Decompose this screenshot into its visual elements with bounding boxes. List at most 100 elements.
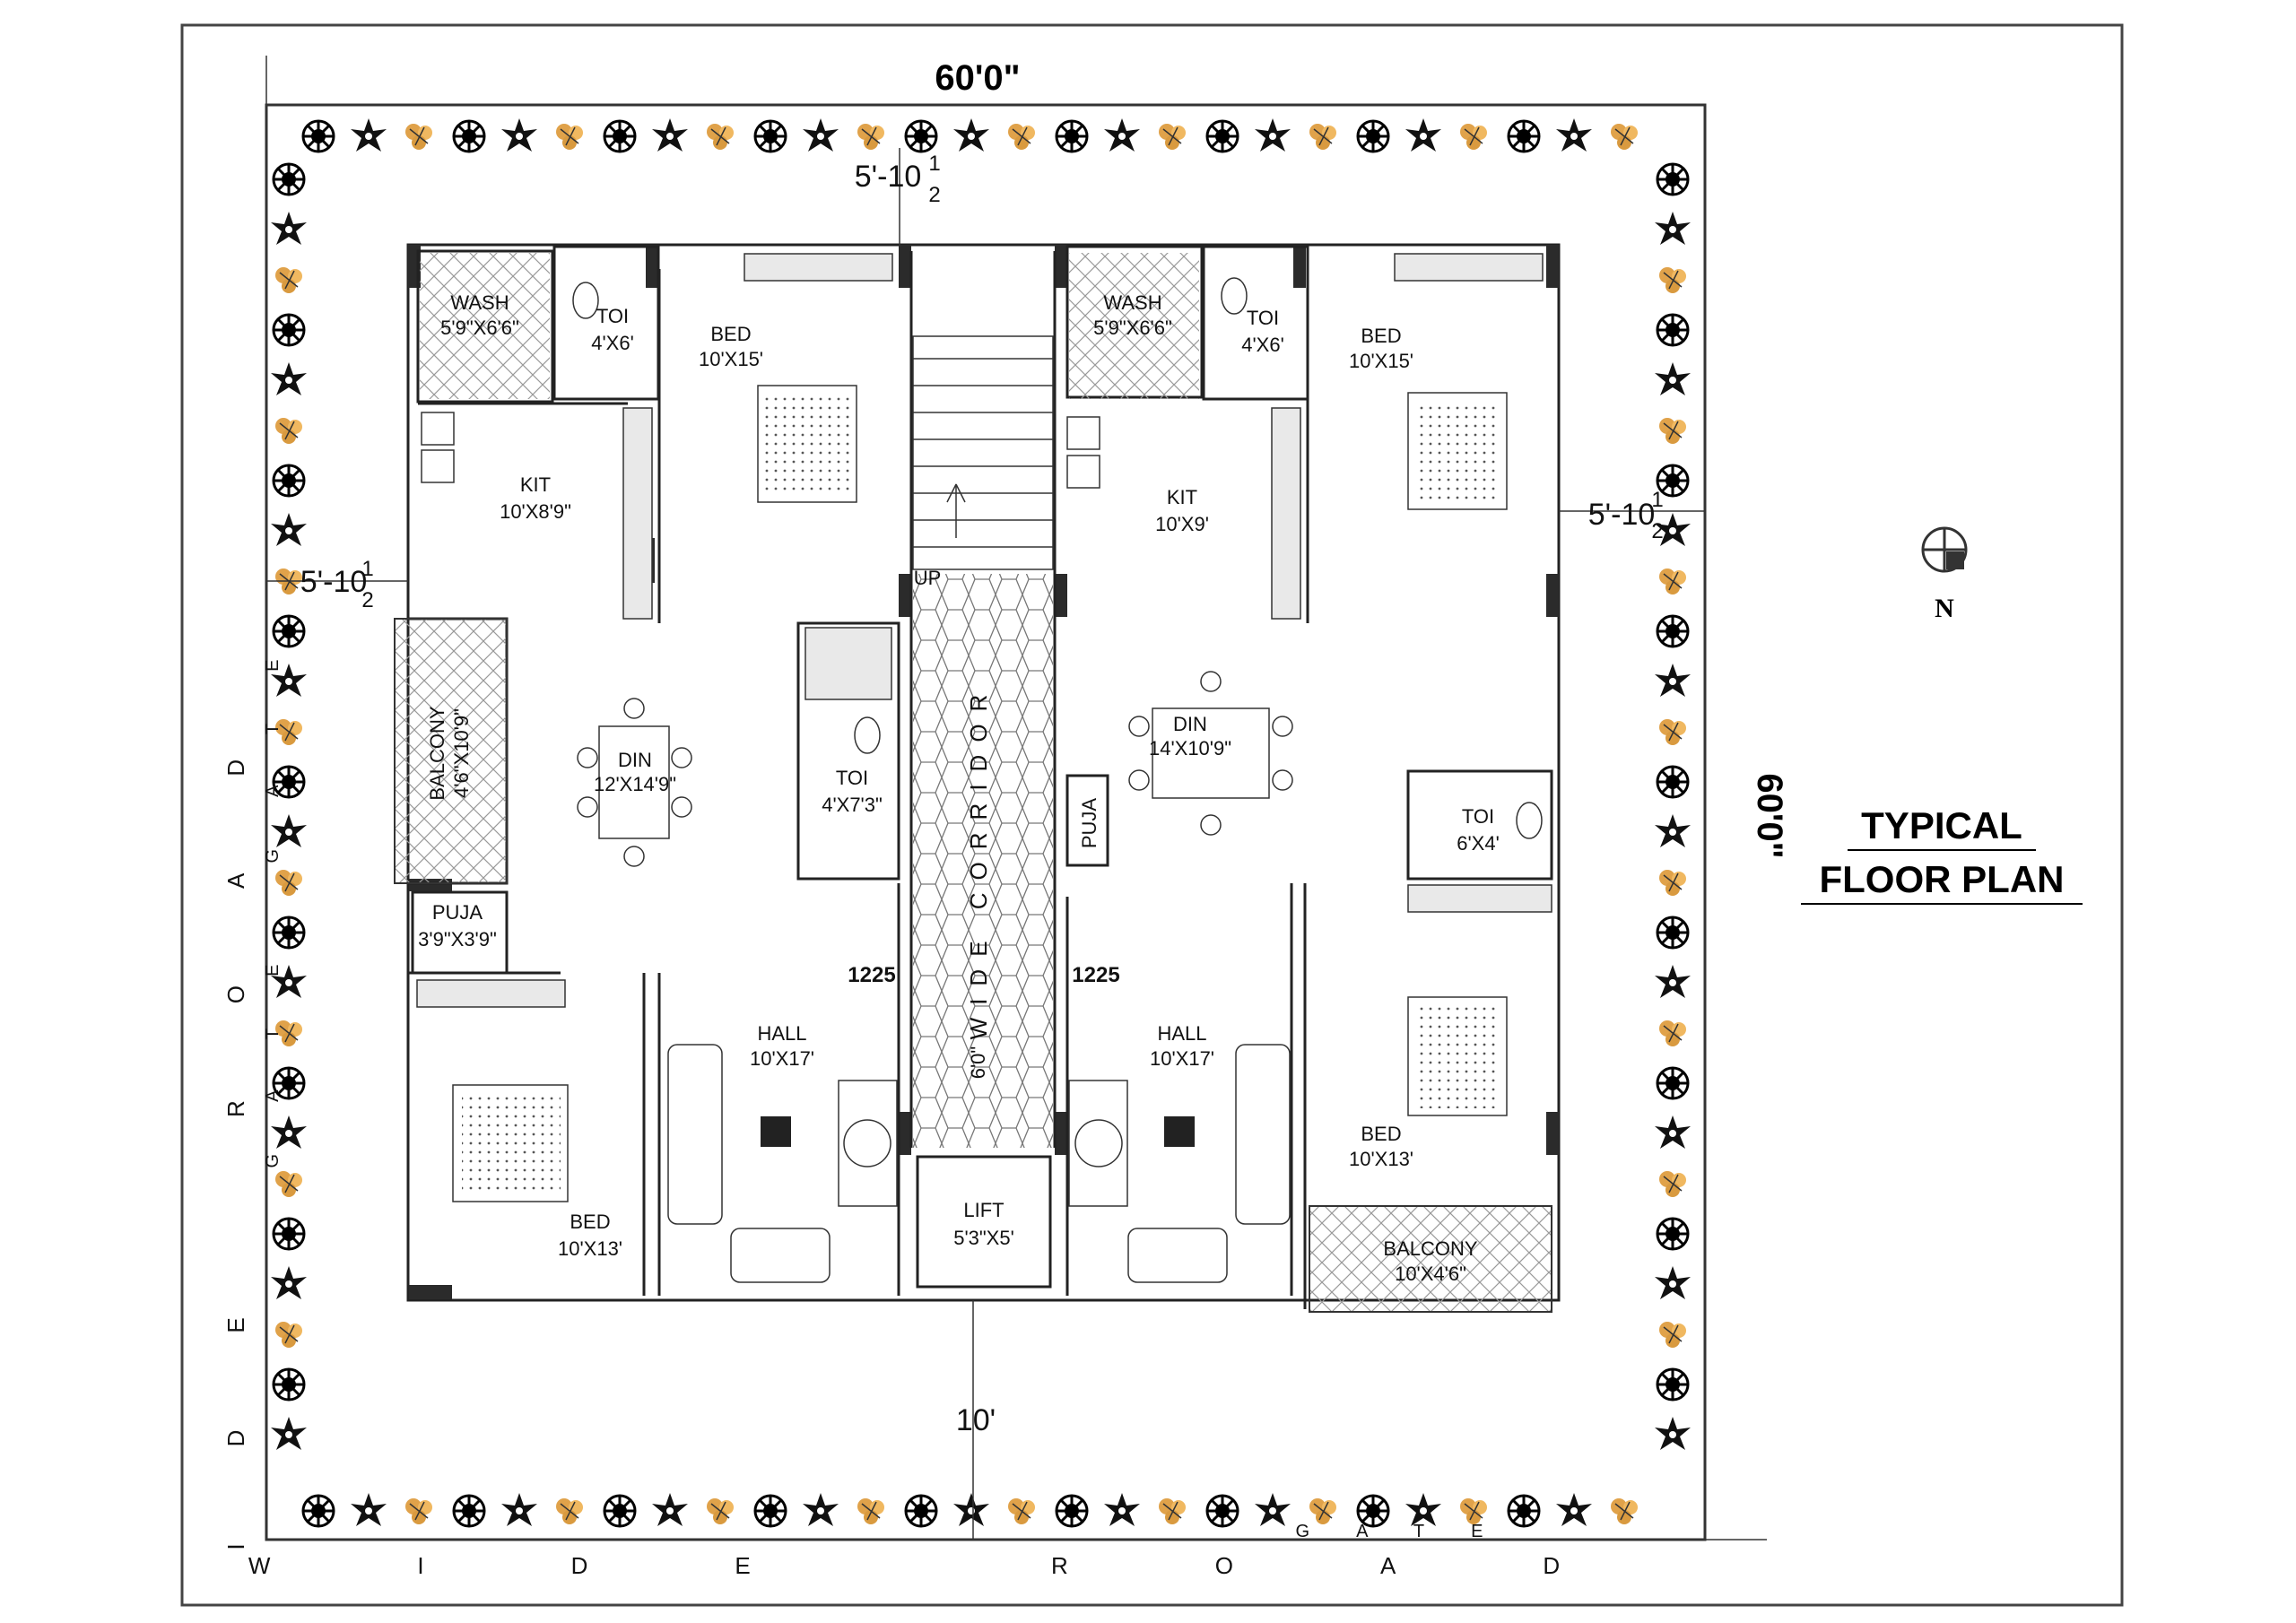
stair-up-label: UP xyxy=(914,567,942,589)
plant-icon xyxy=(271,513,307,546)
plant-icon xyxy=(1658,869,1687,897)
title-line-2: FLOOR PLAN xyxy=(1820,858,2065,900)
plant-icon xyxy=(501,118,537,152)
plant-icon xyxy=(953,1493,989,1526)
wash-left-floor xyxy=(420,253,550,399)
room-din-right-size: 14'X10'9" xyxy=(1149,737,1231,759)
plant-icon xyxy=(404,1497,433,1525)
plant-icon xyxy=(1655,664,1691,697)
room-toi-right-size: 4'X6' xyxy=(1241,334,1284,356)
left-gate-label-lower: GATE xyxy=(263,913,283,1168)
plant-icon xyxy=(272,464,306,498)
room-puja-left: PUJA xyxy=(432,901,483,924)
room-bed-top-right: BED xyxy=(1361,325,1401,347)
plant-icon xyxy=(1658,1020,1687,1047)
plant-icon xyxy=(271,212,307,245)
furniture-beds xyxy=(452,385,1508,1202)
room-toi-left: TOI xyxy=(596,305,629,327)
wash-right-floor xyxy=(1069,253,1199,399)
plant-icon xyxy=(953,118,989,152)
staircase xyxy=(912,335,1054,570)
corridor-floor xyxy=(913,574,1053,1148)
plant-icon xyxy=(1309,1497,1337,1525)
room-toi-left-size: 4'X6' xyxy=(591,332,634,354)
plant-icon xyxy=(1655,1417,1691,1450)
room-kit-right: KIT xyxy=(1167,486,1197,508)
plant-icon xyxy=(706,123,735,151)
room-puja-left-size: 3'9"X3'9" xyxy=(418,928,497,950)
plant-icon xyxy=(274,417,303,445)
room-balcony-left: BALCONY xyxy=(426,706,448,800)
plant-icon xyxy=(1104,1493,1140,1526)
corridor-label: WIDE CORRIDOR xyxy=(965,682,992,1040)
plant-icon xyxy=(1658,1170,1687,1198)
plant-icon xyxy=(1158,1497,1187,1525)
plant-icon xyxy=(1655,362,1691,395)
room-balcony-left-size: 4'6"X10'9" xyxy=(450,708,473,798)
plant-icon xyxy=(271,1417,307,1450)
dim-top-width: 60'0" xyxy=(935,58,1020,98)
bottom-gate-label: GATE xyxy=(1296,1522,1530,1541)
plant-icon xyxy=(1556,118,1592,152)
plant-icon xyxy=(652,118,688,152)
plant-icon xyxy=(452,1494,486,1528)
plant-icon xyxy=(271,1266,307,1299)
room-din-left: DIN xyxy=(618,749,652,771)
balcony-left-floor xyxy=(394,618,508,884)
plant-icon xyxy=(1655,212,1691,245)
room-wash-left-size: 5'9"X6'6" xyxy=(440,317,519,339)
plant-icon xyxy=(1055,119,1089,153)
plant-icon xyxy=(803,118,839,152)
plant-icon xyxy=(1655,1266,1691,1299)
plant-icon xyxy=(555,123,584,151)
furniture-dining xyxy=(577,671,1293,867)
room-kit-right-size: 10'X9' xyxy=(1155,513,1209,535)
room-bed-bottom-right: BED xyxy=(1361,1123,1401,1145)
plant-icon xyxy=(1658,718,1687,746)
plant-icon xyxy=(271,362,307,395)
plant-icon xyxy=(1158,123,1187,151)
dim-left-setback: 5'-10 xyxy=(300,565,368,599)
plant-icon xyxy=(555,1497,584,1525)
plant-icon xyxy=(272,1367,306,1402)
fraction-den: 2 xyxy=(928,183,940,207)
room-bed-bottom-left-size: 10'X13' xyxy=(558,1237,622,1260)
landscape-right xyxy=(1655,162,1691,1450)
room-bed-top-right-size: 10'X15' xyxy=(1349,350,1413,372)
plant-icon xyxy=(1656,765,1690,799)
landscape-top xyxy=(301,118,1639,153)
room-din-right: DIN xyxy=(1173,713,1207,735)
furniture-sofas xyxy=(667,1044,1291,1283)
plant-icon xyxy=(1556,1493,1592,1526)
plant-icon xyxy=(1459,1497,1488,1525)
building-walls xyxy=(406,243,1561,1302)
plant-icon xyxy=(1656,1367,1690,1402)
room-lift: LIFT xyxy=(963,1199,1004,1221)
plant-icon xyxy=(603,119,637,153)
plant-icon xyxy=(753,1494,787,1528)
plant-icon xyxy=(301,119,335,153)
plant-icon xyxy=(1507,119,1541,153)
unit-right-area: 1225 xyxy=(1072,963,1119,987)
plant-icon xyxy=(1356,119,1390,153)
plant-icon xyxy=(1656,1066,1690,1100)
plant-icon xyxy=(603,1494,637,1528)
left-gate-label-upper: GATE xyxy=(263,608,283,864)
internal-walls xyxy=(406,245,1553,1309)
plant-icon xyxy=(272,313,306,347)
plant-icon xyxy=(404,123,433,151)
room-hall-right-size: 10'X17' xyxy=(1150,1047,1214,1070)
title-line-1: TYPICAL xyxy=(1861,804,2022,846)
room-kit-left: KIT xyxy=(520,473,551,496)
dim-right-setback: 5'-10 xyxy=(1588,498,1656,532)
plant-icon xyxy=(904,119,938,153)
plant-icon xyxy=(1655,965,1691,998)
plant-icon xyxy=(652,1493,688,1526)
plant-icon xyxy=(1255,118,1291,152)
plant-icon xyxy=(706,1497,735,1525)
room-bed-top-left-size: 10'X15' xyxy=(699,348,763,370)
room-bed-bottom-left: BED xyxy=(570,1211,610,1233)
plant-icon xyxy=(1205,1494,1239,1528)
plant-icon xyxy=(1405,118,1441,152)
